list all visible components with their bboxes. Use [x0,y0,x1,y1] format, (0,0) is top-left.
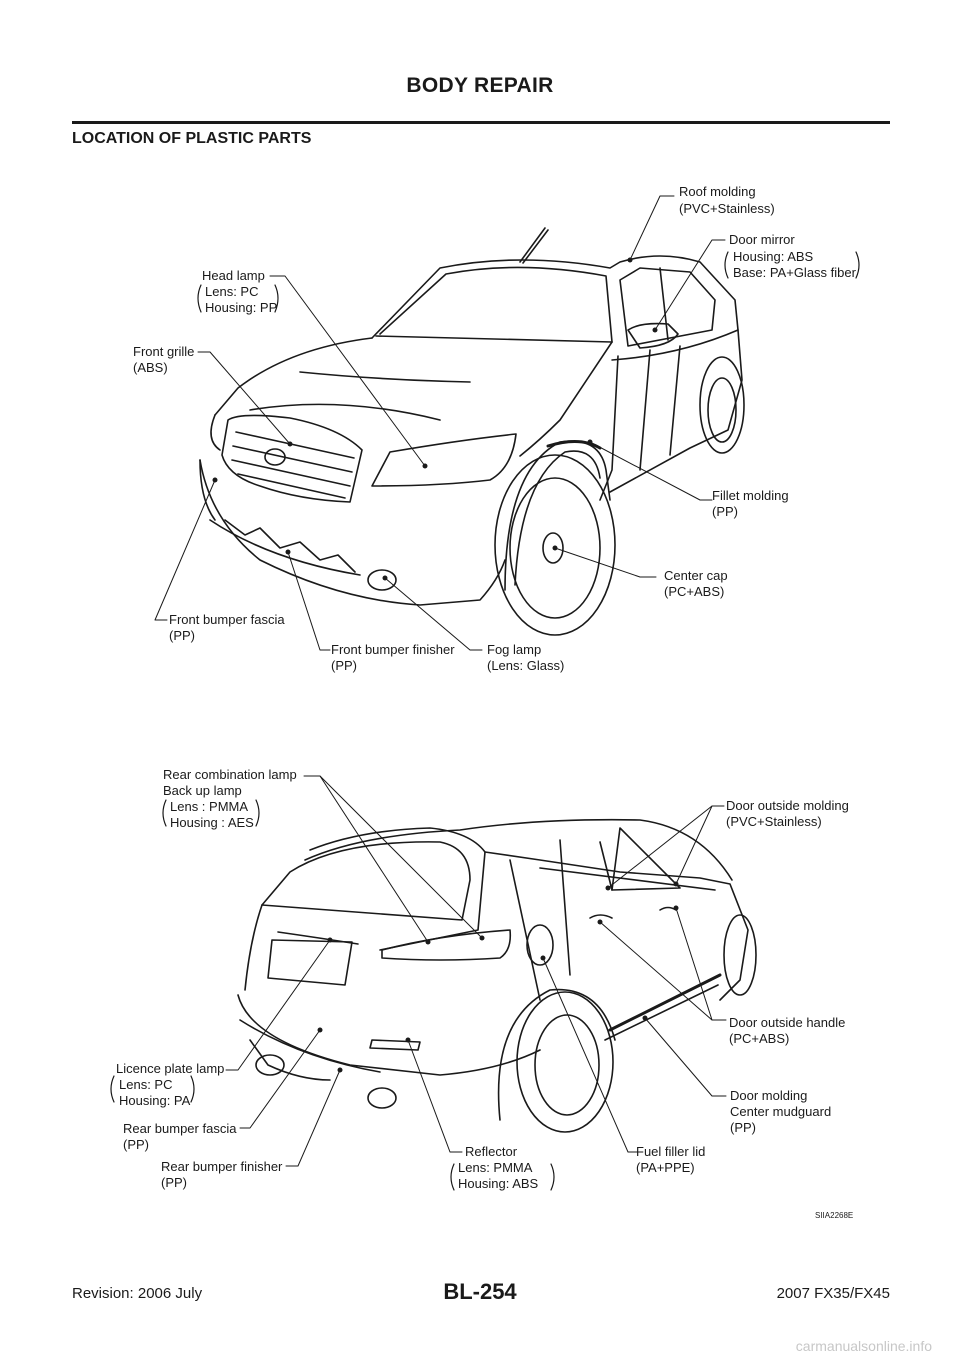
svg-text:Door outside handle: Door outside handle [729,1015,845,1030]
svg-text:Fuel filler lid: Fuel filler lid [636,1144,705,1159]
svg-text:(Lens: Glass): (Lens: Glass) [487,658,564,673]
svg-text:Lens: PMMA: Lens: PMMA [458,1160,533,1175]
rear-leader-dots [317,881,679,1073]
svg-text:(PP): (PP) [169,628,195,643]
svg-text:Reflector: Reflector [465,1144,518,1159]
label-rear-bumper-fascia: Rear bumper fascia (PP) [123,1121,237,1152]
svg-text:(PP): (PP) [712,504,738,519]
page-header-title: BODY REPAIR [406,74,554,97]
front-leader-lines [154,195,726,651]
svg-text:Base: PA+Glass fiber: Base: PA+Glass fiber [733,265,857,280]
svg-text:Door molding: Door molding [730,1088,807,1103]
svg-text:(PA+PPE): (PA+PPE) [636,1160,695,1175]
footer-model: 2007 FX35/FX45 [776,1285,890,1302]
svg-text:(PP): (PP) [123,1137,149,1152]
rear-leader-lines [225,775,727,1167]
svg-text:Housing: PP: Housing: PP [205,300,277,315]
svg-text:Housing: ABS: Housing: ABS [458,1176,539,1191]
label-reflector: Reflector Lens: PMMA Housing: ABS [458,1144,539,1191]
label-fuel-filler-lid: Fuel filler lid (PA+PPE) [636,1144,705,1175]
svg-text:Door mirror: Door mirror [729,232,795,247]
svg-text:Front bumper finisher: Front bumper finisher [331,642,455,657]
svg-text:Housing: ABS: Housing: ABS [733,249,814,264]
label-door-molding: Door molding Center mudguard (PP) [730,1088,831,1135]
svg-text:Roof molding: Roof molding [679,184,756,199]
svg-text:(PVC+Stainless): (PVC+Stainless) [726,814,822,829]
label-front-grille: Front grille (ABS) [133,344,194,375]
label-front-bumper-finisher: Front bumper finisher (PP) [331,642,455,673]
svg-text:Lens: PC: Lens: PC [119,1077,172,1092]
svg-text:Front grille: Front grille [133,344,194,359]
svg-text:Housing: PA: Housing: PA [119,1093,191,1108]
svg-text:Center cap: Center cap [664,568,728,583]
watermark: carmanualsonline.info [795,1338,932,1354]
svg-text:(PVC+Stainless): (PVC+Stainless) [679,201,775,216]
svg-text:Fog lamp: Fog lamp [487,642,541,657]
brackets [110,251,860,1191]
label-door-mirror: Door mirror Housing: ABS Base: PA+Glass … [729,232,857,280]
label-center-cap: Center cap (PC+ABS) [664,568,728,599]
svg-text:Door outside molding: Door outside molding [726,798,849,813]
label-licence-plate-lamp: Licence plate lamp Lens: PC Housing: PA [116,1061,224,1108]
svg-text:Licence plate lamp: Licence plate lamp [116,1061,224,1076]
svg-text:Rear bumper finisher: Rear bumper finisher [161,1159,283,1174]
svg-text:Rear bumper fascia: Rear bumper fascia [123,1121,237,1136]
svg-text:Head lamp: Head lamp [202,268,265,283]
label-head-lamp: Head lamp Lens: PC Housing: PP [202,268,277,315]
label-roof-molding: Roof molding (PVC+Stainless) [679,184,775,216]
svg-text:Lens: PC: Lens: PC [205,284,258,299]
front-leader-dots [212,257,658,581]
svg-text:(PP): (PP) [730,1120,756,1135]
svg-text:Front bumper fascia: Front bumper fascia [169,612,285,627]
svg-text:Back up lamp: Back up lamp [163,783,242,798]
svg-text:Fillet molding: Fillet molding [712,488,789,503]
footer-page-number: BL-254 [443,1279,517,1304]
svg-text:Rear combination lamp: Rear combination lamp [163,767,297,782]
footer-revision: Revision: 2006 July [72,1285,203,1302]
label-door-outside-molding: Door outside molding (PVC+Stainless) [726,798,849,829]
svg-text:(ABS): (ABS) [133,360,168,375]
figure-id: SIIA2268E [815,1211,853,1220]
svg-text:Lens : PMMA: Lens : PMMA [170,799,248,814]
svg-text:(PC+ABS): (PC+ABS) [664,584,724,599]
svg-text:(PP): (PP) [331,658,357,673]
label-rear-combination-lamp: Rear combination lamp Back up lamp Lens … [163,767,297,830]
header-rule [72,121,890,124]
svg-text:Center mudguard: Center mudguard [730,1104,831,1119]
label-fog-lamp: Fog lamp (Lens: Glass) [487,642,564,673]
rear-vehicle-illustration [237,818,757,1133]
section-title: LOCATION OF PLASTIC PARTS [72,130,312,147]
svg-text:(PP): (PP) [161,1175,187,1190]
front-vehicle-illustration [199,227,745,636]
label-front-bumper-fascia: Front bumper fascia (PP) [169,612,285,643]
label-rear-bumper-finisher: Rear bumper finisher (PP) [161,1159,283,1190]
svg-text:Housing : AES: Housing : AES [170,815,254,830]
svg-text:(PC+ABS): (PC+ABS) [729,1031,789,1046]
label-fillet-molding: Fillet molding (PP) [712,488,789,519]
label-door-outside-handle: Door outside handle (PC+ABS) [729,1015,845,1046]
